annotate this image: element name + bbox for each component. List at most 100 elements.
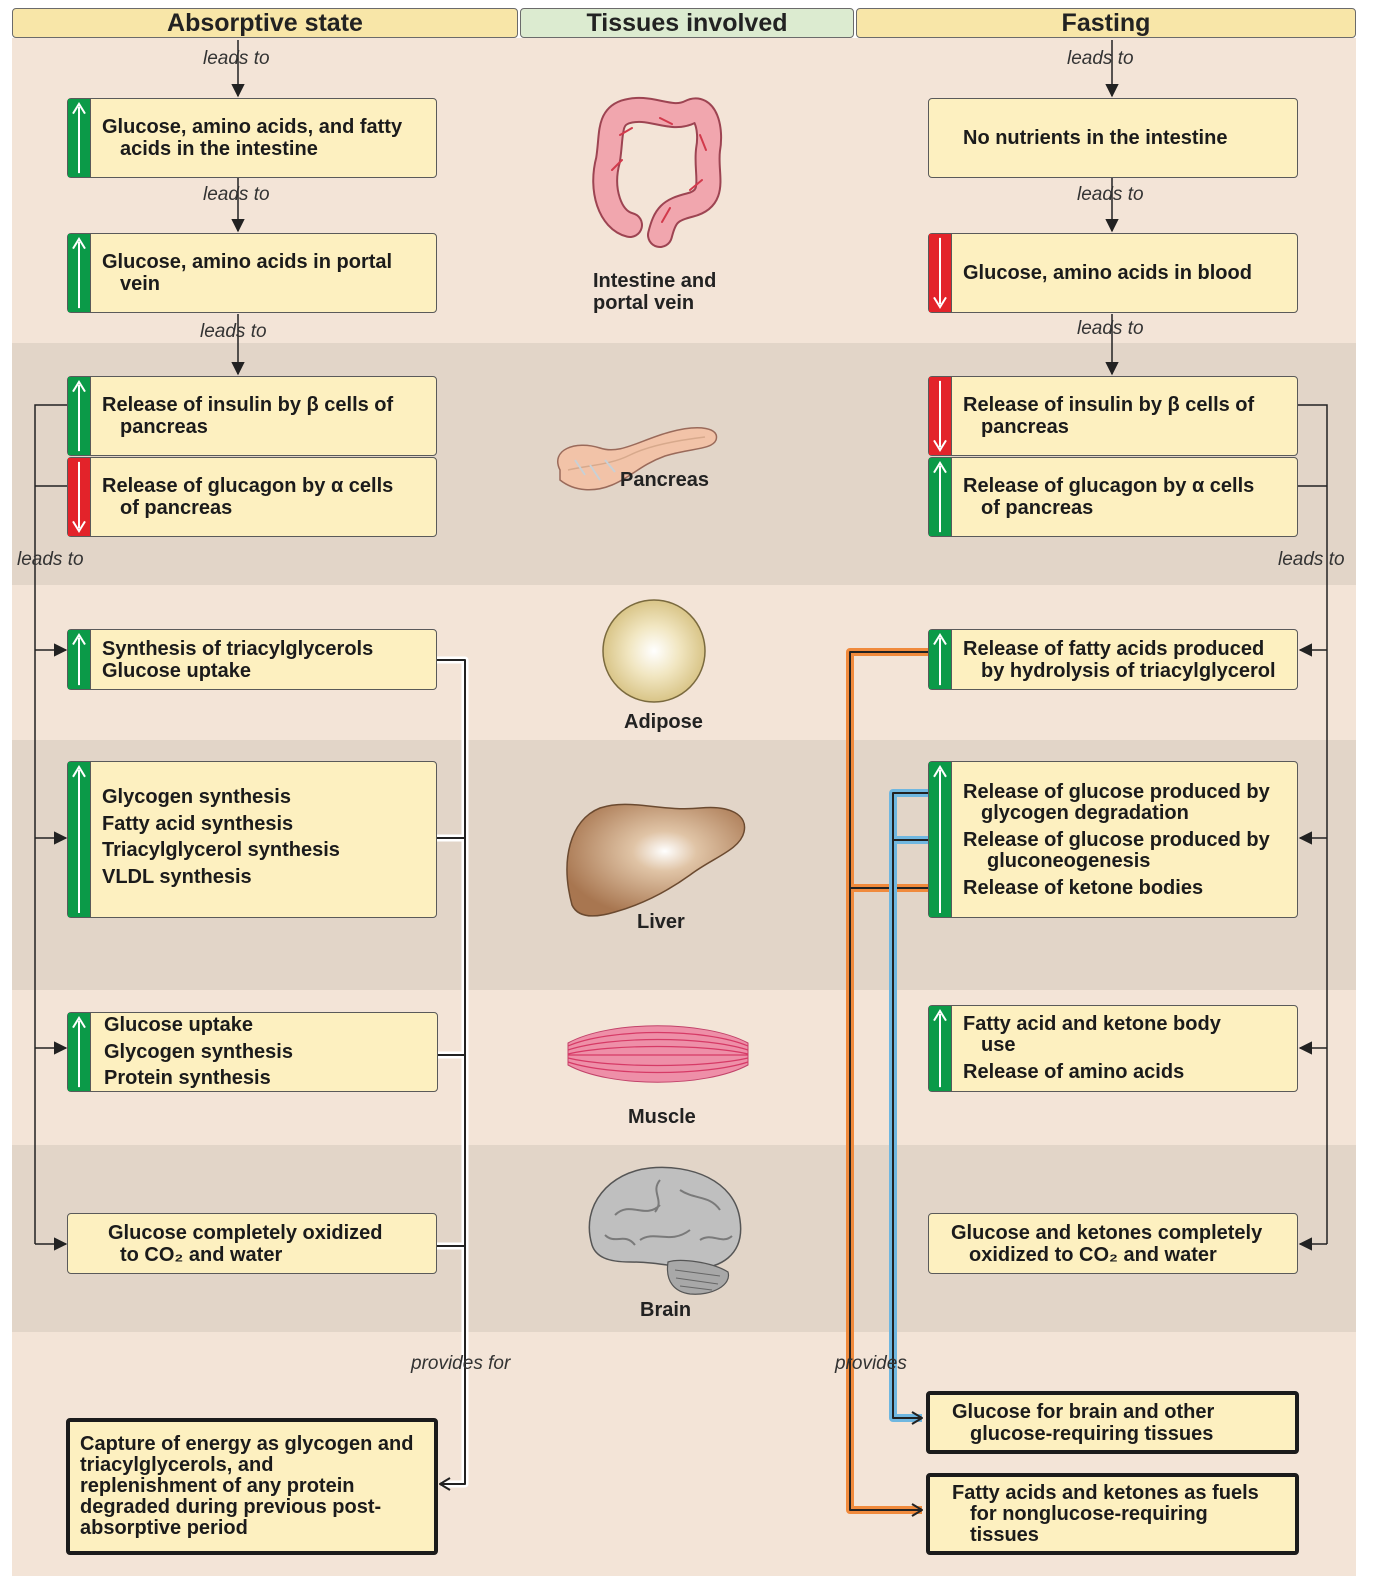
box-text-line: Glucose for brain and other	[952, 1400, 1215, 1423]
box-text-line: for nonglucose-requiring	[970, 1502, 1208, 1525]
increase-arrow-icon	[929, 630, 952, 689]
box-text-line: to CO₂ and water	[120, 1243, 283, 1266]
box-text-line: pancreas	[981, 416, 1069, 438]
pancreas-icon	[557, 427, 718, 491]
label-leads-to: leads to	[1067, 48, 1134, 69]
box-text-line: Capture of energy as glycogen and	[80, 1433, 414, 1455]
box-text-line: use	[981, 1034, 1016, 1056]
box-text-line: VLDL synthesis	[102, 865, 252, 888]
fasting-intestine-box: No nutrients in the intestine	[928, 98, 1298, 178]
fasting-muscle-box: Fatty acid and ketone body use Release o…	[928, 1005, 1298, 1092]
increase-arrow-icon	[68, 762, 91, 917]
box-text-line: Release of amino acids	[963, 1061, 1185, 1083]
brain-icon	[588, 1166, 742, 1295]
box-text-line: Glycogen synthesis	[102, 786, 291, 808]
fasting-glucose-outcome-box: Glucose for brain and other glucose-requ…	[926, 1391, 1299, 1454]
liver-icon	[566, 803, 746, 917]
box-text-line: Release of glucagon by α cells	[102, 475, 394, 497]
box-text-line: Glucose completely oxidized	[108, 1221, 383, 1244]
box-text-line: Fatty acid synthesis	[102, 812, 294, 835]
label-leads-to: leads to	[1278, 549, 1345, 570]
tissue-label-line: Intestine and	[593, 270, 717, 292]
box-text-line: Triacylglycerol synthesis	[102, 839, 340, 861]
box-text-line: Release of fatty acids produced	[963, 637, 1265, 660]
box-text-line: Glucose, amino acids in portal	[102, 251, 393, 273]
increase-arrow-icon	[929, 762, 952, 917]
box-text-line: Protein synthesis	[104, 1067, 271, 1090]
box-text-line: Glucose, amino acids in blood	[963, 262, 1252, 284]
label-provides: provides	[835, 1353, 907, 1374]
box-text-line: by hydrolysis of triacylglycerol	[981, 659, 1276, 682]
absorptive-liver-box: Glycogen synthesis Fatty acid synthesis …	[67, 761, 437, 918]
box-text-line: absorptive period	[80, 1517, 248, 1539]
muscle-icon	[567, 1025, 749, 1083]
increase-arrow-icon	[929, 458, 952, 536]
box-text-line: Glucose and ketones completely	[951, 1221, 1263, 1244]
fasting-brain-box: Glucose and ketones completely oxidized …	[928, 1213, 1298, 1274]
tissue-label-liver: Liver	[637, 911, 685, 933]
increase-arrow-icon	[68, 1013, 91, 1091]
box-text-line: replenishment of any protein	[80, 1475, 355, 1497]
box-text-line: Release of glucose produced by	[963, 781, 1270, 803]
fasting-liver-box: Release of glucose produced by glycogen …	[928, 761, 1298, 918]
absorptive-muscle-box: Glucose uptake Glycogen synthesis Protei…	[67, 1012, 438, 1092]
box-text-line: acids in the intestine	[120, 138, 318, 160]
box-text-line: gluconeogenesis	[987, 850, 1151, 872]
box-text-line: Release of glucose produced by	[963, 829, 1270, 851]
intestine-icon	[592, 96, 723, 248]
increase-arrow-icon	[68, 630, 91, 689]
box-text-line: tissues	[970, 1523, 1039, 1546]
box-text-line: Release of glucagon by α cells	[963, 475, 1255, 497]
box-text-line: vein	[120, 273, 161, 295]
decrease-arrow-icon	[929, 377, 952, 455]
box-text-line: of pancreas	[120, 497, 233, 519]
box-text-line: Glucose uptake	[104, 1014, 253, 1037]
box-text-line: Glucose uptake	[102, 659, 251, 682]
fasting-blood-box: Glucose, amino acids in blood	[928, 233, 1298, 313]
box-text-line: glucose-requiring tissues	[970, 1422, 1214, 1445]
tissue-label-muscle: Muscle	[628, 1106, 696, 1128]
label-leads-to: leads to	[203, 184, 270, 205]
absorptive-outcome-box: Capture of energy as glycogen and triacy…	[66, 1418, 438, 1555]
box-text-line: oxidized to CO₂ and water	[969, 1243, 1217, 1266]
fasting-fuels-outcome-box: Fatty acids and ketones as fuels for non…	[926, 1473, 1299, 1555]
box-text-line: Release of insulin by β cells of	[102, 394, 394, 416]
header-tissues-involved: Tissues involved	[520, 8, 854, 38]
box-text-line: Glucose, amino acids, and fatty	[102, 116, 403, 138]
tissue-label-intestine: Intestine and portal vein	[593, 270, 716, 314]
box-text-line: glycogen degradation	[981, 802, 1189, 824]
tissue-label-line: portal vein	[593, 292, 695, 314]
box-text-line: No nutrients in the intestine	[963, 127, 1228, 149]
box-text-line: Release of insulin by β cells of	[963, 394, 1255, 416]
increase-arrow-icon	[68, 377, 91, 455]
header-fasting: Fasting	[856, 8, 1356, 38]
adipose-icon	[602, 599, 706, 703]
tissue-label-brain: Brain	[640, 1299, 692, 1321]
increase-arrow-icon	[68, 234, 91, 312]
label-provides-for: provides for	[411, 1353, 511, 1374]
box-text-line: Fatty acid and ketone body	[963, 1013, 1221, 1035]
header-absorptive-state: Absorptive state	[12, 8, 518, 38]
box-text-line: triacylglycerols, and	[80, 1454, 274, 1476]
box-text-line: degraded during previous post-	[80, 1496, 382, 1518]
label-leads-to: leads to	[200, 321, 267, 342]
box-text-line: pancreas	[120, 416, 208, 438]
increase-arrow-icon	[68, 99, 91, 177]
box-text-line: Glycogen synthesis	[104, 1040, 293, 1063]
label-leads-to: leads to	[17, 549, 84, 570]
tissue-label-pancreas: Pancreas	[620, 469, 709, 491]
label-leads-to: leads to	[203, 48, 270, 69]
label-leads-to: leads to	[1077, 184, 1144, 205]
tissue-label-adipose: Adipose	[624, 711, 703, 733]
box-text-line: Fatty acids and ketones as fuels	[952, 1481, 1259, 1504]
